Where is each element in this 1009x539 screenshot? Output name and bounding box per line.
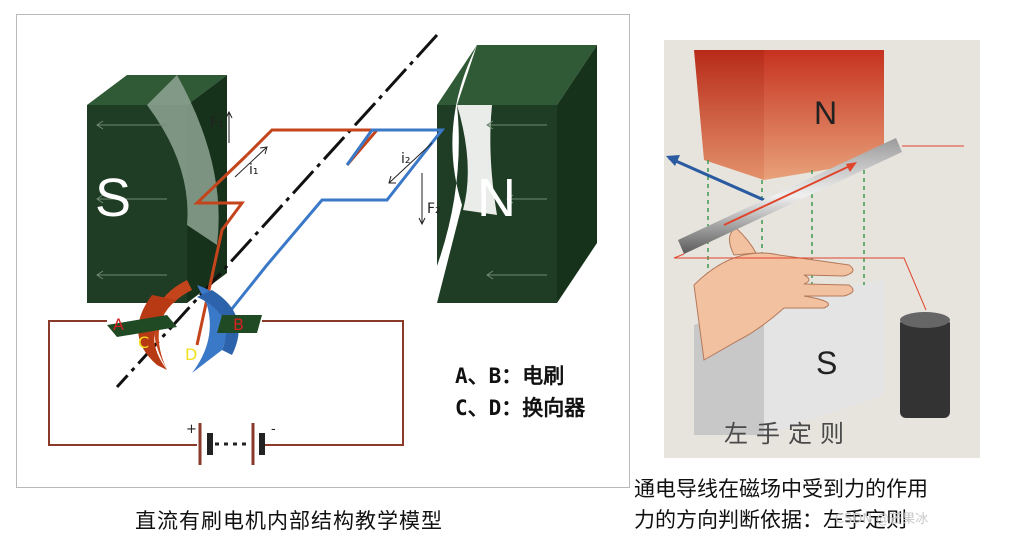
battery	[200, 423, 265, 465]
brush-b-label: B	[233, 315, 244, 334]
right-caption: 通电导线在磁场中受到力的作用 力的方向判断依据：左手定则	[634, 474, 1009, 536]
pole-n-photo-label: N	[814, 95, 837, 132]
force-1-label: F₁	[210, 115, 224, 131]
current-1-label: i₁	[249, 162, 259, 178]
battery-plus-label: +	[186, 422, 197, 437]
pole-s-photo-label: S	[816, 345, 837, 382]
brush-a-label: A	[113, 315, 124, 334]
right-caption-line-2: 力的方向判断依据：左手定则	[634, 505, 1009, 536]
legend-brushes: A、B：电刷	[455, 360, 585, 392]
n-magnet-left-face	[694, 50, 764, 180]
battery-top	[900, 312, 950, 328]
force-2-label: F₂	[427, 201, 441, 217]
left-hand-rule-panel: N S	[664, 40, 980, 458]
pole-n-label: N	[477, 167, 516, 229]
commutator-d-label: D	[185, 345, 197, 364]
current-2-label: i₂	[401, 151, 411, 167]
thumb	[729, 228, 756, 255]
battery-cell	[900, 318, 950, 418]
commutator-c-label: C	[138, 333, 149, 352]
legend: A、B：电刷 C、D：换向器	[455, 360, 585, 424]
legend-commutator: C、D：换向器	[455, 392, 585, 424]
left-caption: 直流有刷电机内部结构教学模型	[135, 505, 443, 535]
circuit-right-wire	[262, 321, 403, 445]
circuit-left-wire	[49, 321, 197, 445]
pole-s-label: S	[95, 167, 131, 229]
watermark: CSDN @芒果冰	[835, 508, 928, 527]
left-hand-rule-title: 左手定则	[724, 414, 852, 449]
battery-minus-label: -	[271, 422, 276, 437]
right-caption-line-1: 通电导线在磁场中受到力的作用	[634, 474, 1009, 505]
